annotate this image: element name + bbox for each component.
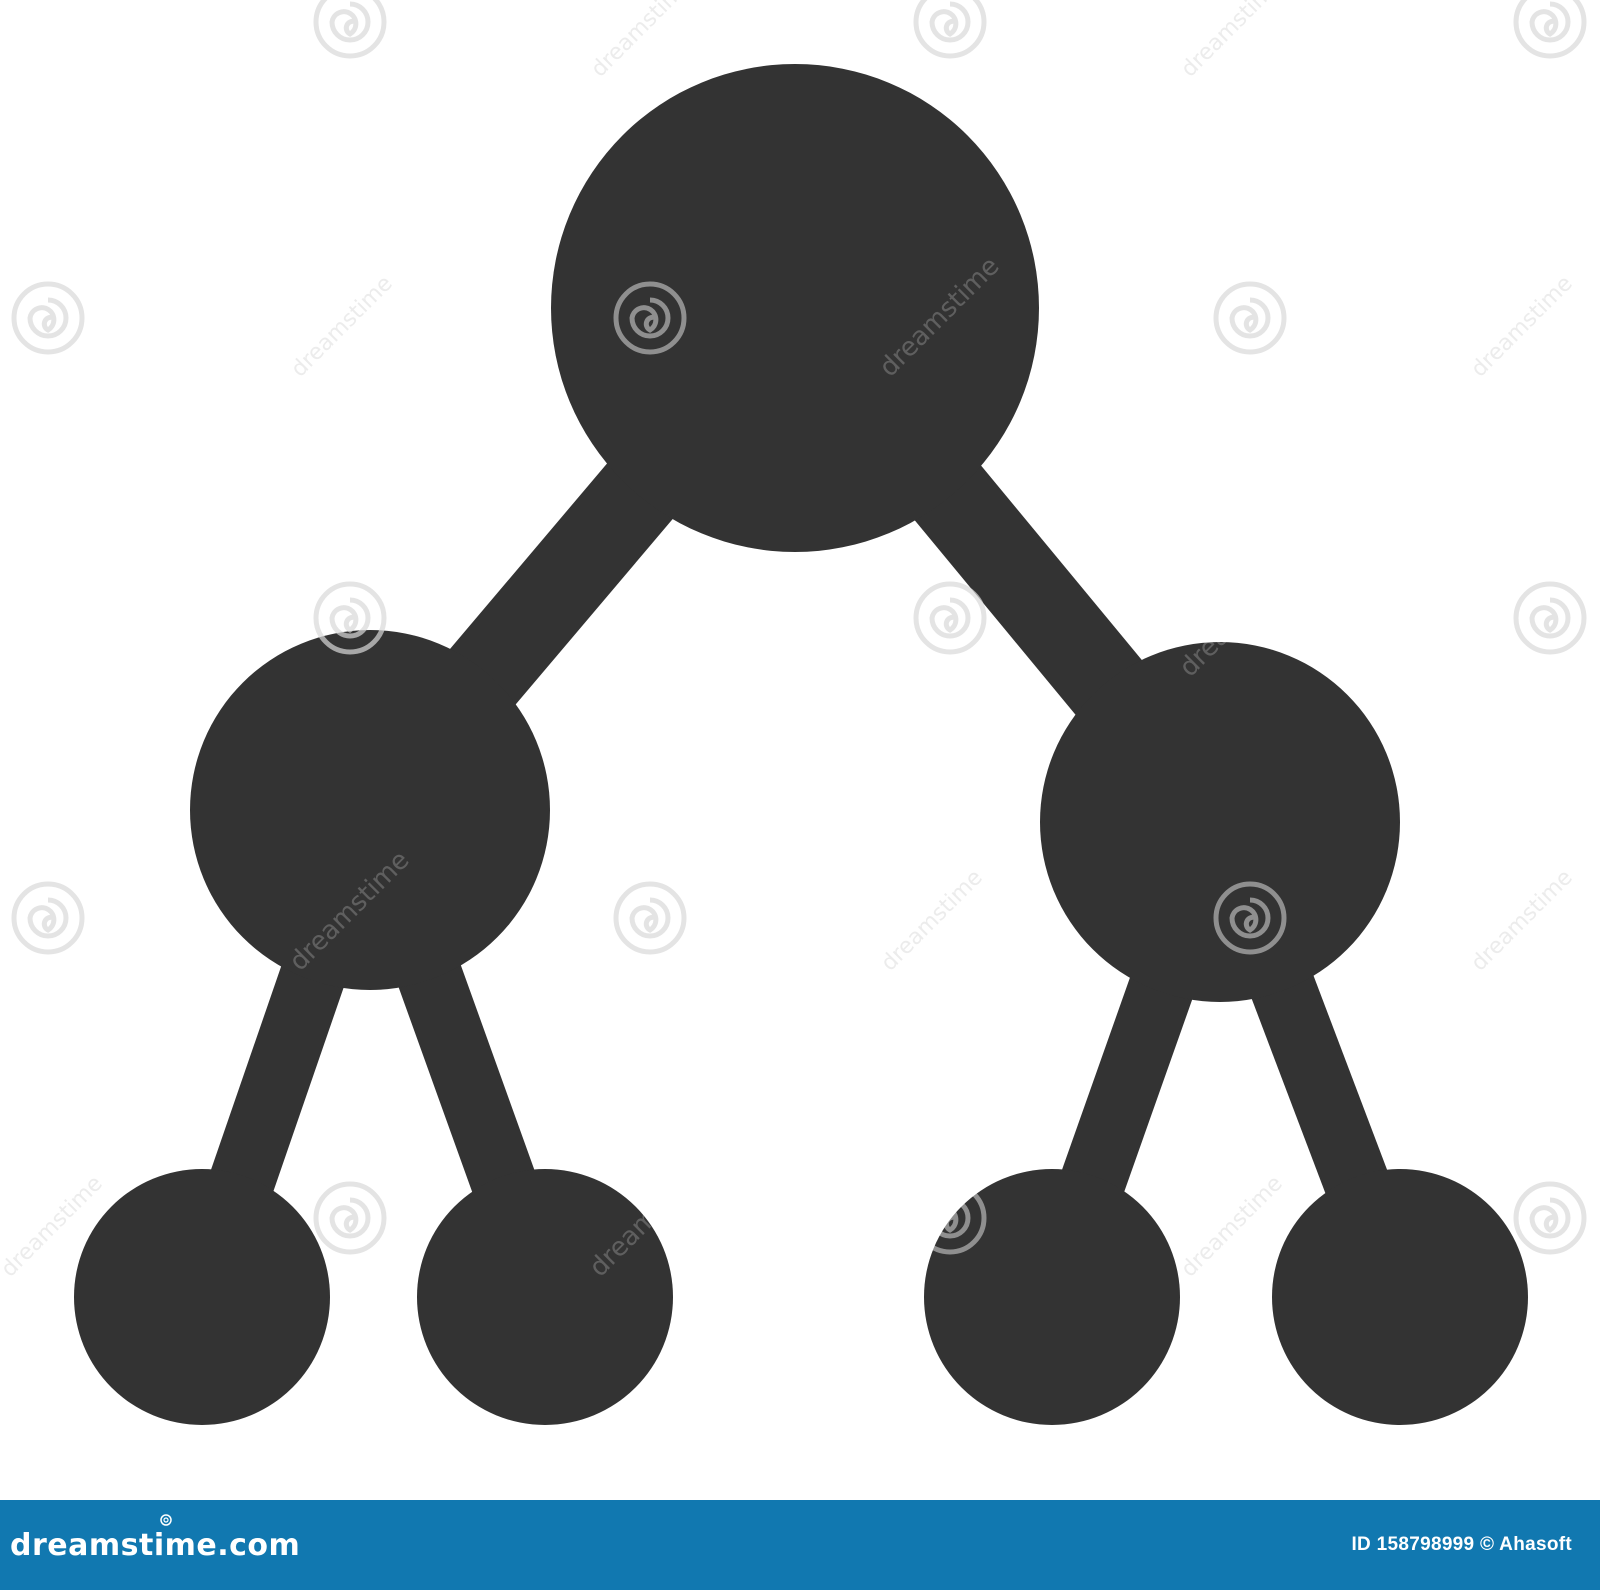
footer-brand[interactable]: dreamstime.com bbox=[10, 1513, 301, 1563]
brand-text: dreamstime.com bbox=[10, 1527, 301, 1563]
footer-bar: dreamstime.com ID 158798999 © Ahasoft bbox=[0, 1500, 1600, 1590]
leaf-node-1 bbox=[74, 1169, 330, 1425]
image-credit: ID 158798999 © Ahasoft bbox=[1351, 1534, 1572, 1555]
hierarchy-tree-icon bbox=[74, 64, 1528, 1425]
right-node bbox=[1040, 642, 1400, 1002]
leaf-node-2 bbox=[417, 1169, 673, 1425]
left-node bbox=[190, 630, 550, 990]
leaf-node-3 bbox=[924, 1169, 1180, 1425]
dreamstime-swirl-icon bbox=[160, 1513, 172, 1526]
root-node bbox=[551, 64, 1039, 552]
leaf-node-4 bbox=[1272, 1169, 1528, 1425]
